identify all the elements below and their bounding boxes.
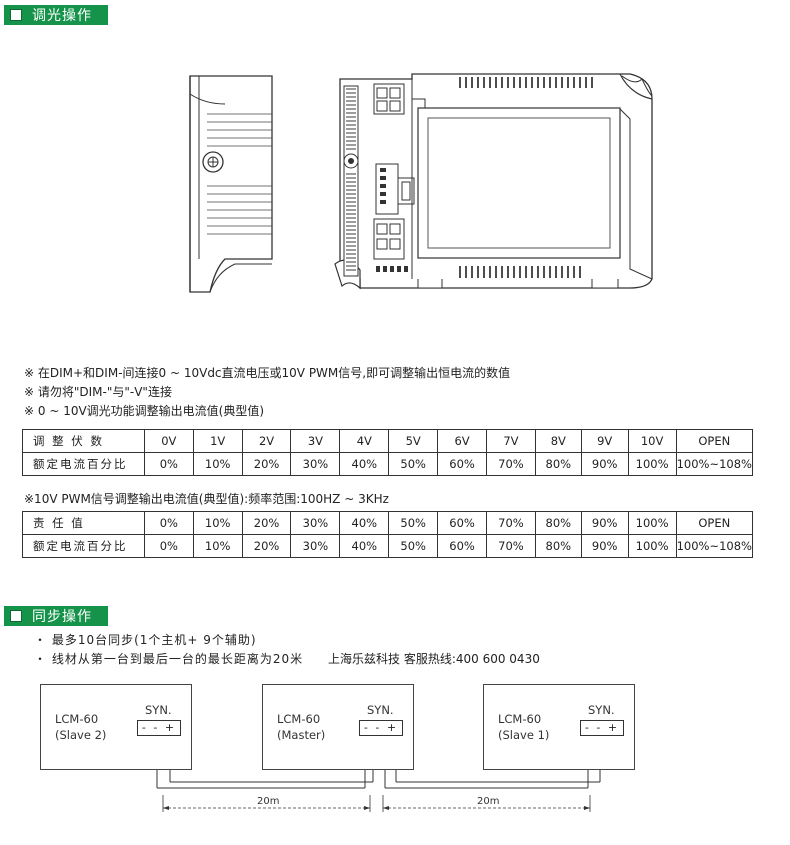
table-cell: 90% [580, 511, 629, 535]
pwm-note: ※10V PWM信号调整输出电流值(典型值):频率范围:100HZ ~ 3KHz [24, 492, 389, 506]
unit-model: LCM-60 [55, 712, 99, 726]
table-cell: 90% [580, 534, 629, 558]
device-side-view [189, 75, 273, 293]
table-row: 调 整 伏 数 0V 1V 2V 3V 4V 5V 6V 7V 8V 9V 10… [22, 429, 754, 453]
table-cell: 70% [485, 452, 536, 476]
square-bullet-icon [10, 610, 22, 622]
table-cell: 8V [534, 429, 582, 453]
table-cell: 60% [437, 511, 487, 535]
unit-role: (Slave 2) [55, 728, 107, 742]
table-cell: 100%~108% [675, 534, 754, 558]
table-cell: 0% [143, 452, 194, 476]
unit-role: (Master) [277, 728, 326, 742]
table-cell: 10% [192, 534, 243, 558]
table-cell: 0V [143, 429, 194, 453]
table-cell: 50% [388, 534, 439, 558]
pwm-dimming-table: 责 任 值 0% 10% 20% 30% 40% 50% 60% 70% 80%… [22, 511, 754, 558]
table-cell: 9V [580, 429, 629, 453]
table-cell: 10% [192, 452, 243, 476]
table-cell: 调 整 伏 数 [22, 429, 145, 453]
square-bullet-icon [10, 9, 22, 21]
table-cell: 100%~108% [675, 452, 754, 476]
table-cell: OPEN [675, 511, 754, 535]
table-cell: 7V [485, 429, 536, 453]
table-cell: 20% [241, 511, 292, 535]
dimming-note-1: ※ 在DIM+和DIM-间连接0 ~ 10Vdc直流电压或10V PWM信号,即… [24, 366, 511, 380]
unit-model: LCM-60 [277, 712, 321, 726]
distance-label-2: 20m [477, 796, 500, 807]
unit-name: LCM-60 (Slave 1) [498, 711, 549, 743]
table-cell: 80% [534, 511, 582, 535]
table-cell: 30% [290, 534, 341, 558]
dimming-note-2: ※ 请勿将"DIM-"与"-V"连接 [24, 385, 172, 399]
table-cell: 1V [192, 429, 243, 453]
table-cell: 30% [290, 452, 341, 476]
unit-master: LCM-60 (Master) SYN. - - + [262, 684, 414, 770]
table-cell: 4V [339, 429, 390, 453]
table-row: 额定电流百分比 0% 10% 20% 30% 40% 50% 60% 70% 8… [22, 534, 754, 558]
table-cell: 40% [339, 534, 390, 558]
table-row: 责 任 值 0% 10% 20% 30% 40% 50% 60% 70% 80%… [22, 511, 754, 535]
unit-slave-2: LCM-60 (Slave 2) SYN. - - + [40, 684, 192, 770]
syn-label: SYN. [588, 703, 615, 717]
table-cell: 6V [437, 429, 487, 453]
sync-header-text: 同步操作 [32, 609, 92, 625]
voltage-dimming-table: 调 整 伏 数 0V 1V 2V 3V 4V 5V 6V 7V 8V 9V 10… [22, 429, 754, 476]
table-cell: 60% [437, 534, 487, 558]
hotline-text: 上海乐兹科技 客服热线:400 600 0430 [328, 652, 540, 666]
unit-model: LCM-60 [498, 712, 542, 726]
dimming-section-header: 调光操作 [4, 5, 108, 25]
unit-name: LCM-60 (Slave 2) [55, 711, 106, 743]
table-cell: 20% [241, 452, 292, 476]
table-cell: 50% [388, 452, 439, 476]
unit-name: LCM-60 (Master) [277, 711, 325, 743]
dimming-note-3: ※ 0 ~ 10V调光功能调整输出电流值(典型值) [24, 404, 265, 418]
table-cell: 30% [290, 511, 341, 535]
table-cell: 90% [580, 452, 629, 476]
syn-label: SYN. [367, 703, 394, 717]
table-cell: 100% [627, 534, 677, 558]
table-cell: 100% [627, 452, 677, 476]
sync-bullet-1: ・ 最多10台同步(1个主机+ 9个辅助) [34, 633, 257, 647]
table-cell: 60% [437, 452, 487, 476]
device-top-view [334, 73, 653, 290]
table-cell: 3V [290, 429, 341, 453]
table-cell: 40% [339, 452, 390, 476]
syn-label: SYN. [145, 703, 172, 717]
sync-bullet-2: ・ 线材从第一台到最后一台的最长距离为20米 [34, 652, 304, 666]
syn-terminal: - - + [580, 720, 624, 736]
table-row: 额定电流百分比 0% 10% 20% 30% 40% 50% 60% 70% 8… [22, 452, 754, 476]
unit-slave-1: LCM-60 (Slave 1) SYN. - - + [483, 684, 635, 770]
unit-role: (Slave 1) [498, 728, 550, 742]
syn-terminal: - - + [137, 720, 181, 736]
table-cell: 额定电流百分比 [22, 534, 145, 558]
distance-label-1: 20m [257, 796, 280, 807]
table-cell: 80% [534, 534, 582, 558]
table-cell: 80% [534, 452, 582, 476]
syn-terminal: - - + [359, 720, 403, 736]
table-cell: 额定电流百分比 [22, 452, 145, 476]
table-cell: 0% [143, 534, 194, 558]
table-cell: 20% [241, 534, 292, 558]
dimming-header-text: 调光操作 [32, 8, 92, 24]
table-cell: 10V [627, 429, 677, 453]
sync-section-header: 同步操作 [4, 606, 108, 626]
table-cell: 40% [339, 511, 390, 535]
